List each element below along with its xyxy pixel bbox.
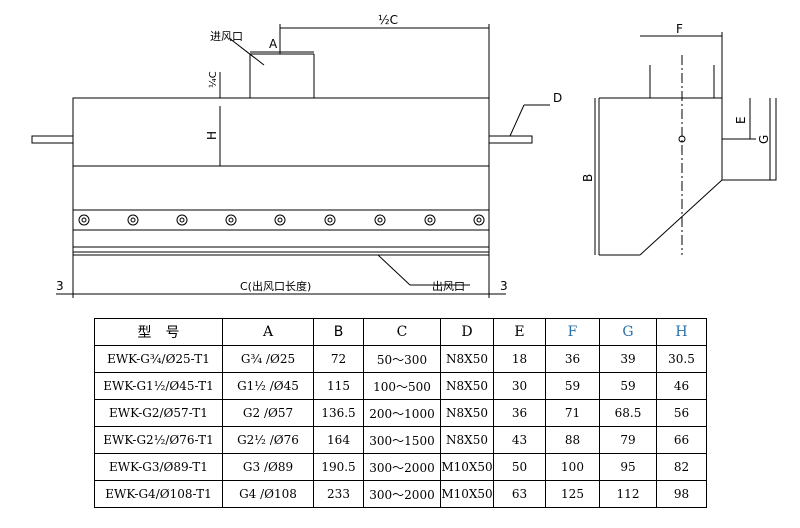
f-dimension-label: F [676, 22, 683, 36]
cell-a: G4 /Ø108 [222, 480, 314, 508]
header-f: F [545, 318, 600, 346]
cell-c: 300～2000 [363, 453, 441, 481]
inlet-label: 进风口 [210, 30, 243, 43]
outlet-label: 出风口 [432, 279, 465, 293]
g-dimension-label: G [757, 135, 771, 144]
d-dimension-label: D [553, 91, 562, 105]
cell-c: 50～300 [363, 345, 441, 373]
header-g: G [599, 318, 657, 346]
table-row: EWK-G4/Ø108-T1 G4 /Ø108 233 300～2000 M10… [94, 480, 707, 508]
cell-a: G1½ /Ø45 [222, 372, 314, 400]
header-a: A [222, 318, 314, 346]
front-view-body [72, 97, 490, 253]
b-dimension-label: B [581, 174, 595, 182]
cell-f: 59 [545, 372, 600, 400]
h-dimension-label: H [205, 131, 219, 140]
cell-d: N8X50 [440, 372, 494, 400]
cell-h: 82 [656, 453, 707, 481]
cell-b: 115 [313, 372, 364, 400]
cell-g: 39 [599, 345, 657, 373]
table-row: EWK-G2½/Ø76-T1 G2½ /Ø76 164 300～1500 N8X… [94, 426, 707, 454]
header-d: D [440, 318, 494, 346]
left-gap-label: 3 [56, 279, 64, 293]
half-c-label: ½C [378, 13, 398, 27]
cell-a: G3 /Ø89 [222, 453, 314, 481]
cell-c: 100～500 [363, 372, 441, 400]
cell-model: EWK-G¾/Ø25-T1 [94, 345, 223, 373]
cell-e: 63 [493, 480, 546, 508]
cell-f: 100 [545, 453, 600, 481]
cell-e: 50 [493, 453, 546, 481]
cell-a: G¾ /Ø25 [222, 345, 314, 373]
e-dimension-label: E [734, 116, 748, 124]
cell-e: 30 [493, 372, 546, 400]
right-gap-label: 3 [500, 279, 508, 293]
cell-d: M10X50 [440, 480, 494, 508]
c-length-label: C(出风口长度) [240, 279, 311, 293]
cell-h: 46 [656, 372, 707, 400]
cell-a: G2½ /Ø76 [222, 426, 314, 454]
a-dimension-label: A [269, 37, 278, 51]
header-model: 型 号 [94, 318, 223, 346]
cell-a: G2 /Ø57 [222, 399, 314, 427]
left-shaft [31, 135, 74, 144]
c-over-4-label: ¼C [207, 71, 219, 88]
cell-model: EWK-G4/Ø108-T1 [94, 480, 223, 508]
cell-g: 79 [599, 426, 657, 454]
cell-c: 200～1000 [363, 399, 441, 427]
cell-b: 164 [313, 426, 364, 454]
cell-b: 190.5 [313, 453, 364, 481]
side-view [594, 32, 777, 256]
cell-g: 68.5 [599, 399, 657, 427]
cell-model: EWK-G3/Ø89-T1 [94, 453, 223, 481]
cell-b: 233 [313, 480, 364, 508]
cell-e: 18 [493, 345, 546, 373]
cell-b: 72 [313, 345, 364, 373]
cell-h: 30.5 [656, 345, 707, 373]
cell-f: 36 [545, 345, 600, 373]
cell-d: N8X50 [440, 345, 494, 373]
header-h: H [656, 318, 707, 346]
technical-drawing: 进风口 ½C A ¼C H C(出风口长度) 出风口 D 3 3 F E G B [31, 13, 777, 298]
cell-g: 112 [599, 480, 657, 508]
cell-g: 59 [599, 372, 657, 400]
header-e: E [493, 318, 546, 346]
cell-model: EWK-G2½/Ø76-T1 [94, 426, 223, 454]
cell-d: N8X50 [440, 426, 494, 454]
table-row: EWK-G¾/Ø25-T1 G¾ /Ø25 72 50～300 N8X50 18… [94, 345, 707, 373]
cell-g: 95 [599, 453, 657, 481]
cell-c: 300～1500 [363, 426, 441, 454]
cell-d: M10X50 [440, 453, 494, 481]
cell-f: 71 [545, 399, 600, 427]
bolt-holes [78, 214, 485, 226]
cell-h: 66 [656, 426, 707, 454]
cell-f: 88 [545, 426, 600, 454]
right-shaft [488, 135, 533, 144]
table-row: EWK-G1½/Ø45-T1 G1½ /Ø45 115 100～500 N8X5… [94, 372, 707, 400]
cell-model: EWK-G1½/Ø45-T1 [94, 372, 223, 400]
cell-h: 56 [656, 399, 707, 427]
table-row: EWK-G2/Ø57-T1 G2 /Ø57 136.5 200～1000 N8X… [94, 399, 707, 427]
spec-table: 型 号 A B C D E F G H EWK-G¾/Ø25-T1 G¾ /Ø2… [94, 318, 707, 508]
cell-e: 36 [493, 399, 546, 427]
cell-f: 125 [545, 480, 600, 508]
cell-h: 98 [656, 480, 707, 508]
table-row: EWK-G3/Ø89-T1 G3 /Ø89 190.5 300～2000 M10… [94, 453, 707, 481]
cell-c: 300～2000 [363, 480, 441, 508]
table-header-row: 型 号 A B C D E F G H [94, 318, 707, 346]
header-b: B [313, 318, 364, 346]
cell-model: EWK-G2/Ø57-T1 [94, 399, 223, 427]
cell-d: N8X50 [440, 399, 494, 427]
cell-b: 136.5 [313, 399, 364, 427]
header-c: C [363, 318, 441, 346]
cell-e: 43 [493, 426, 546, 454]
